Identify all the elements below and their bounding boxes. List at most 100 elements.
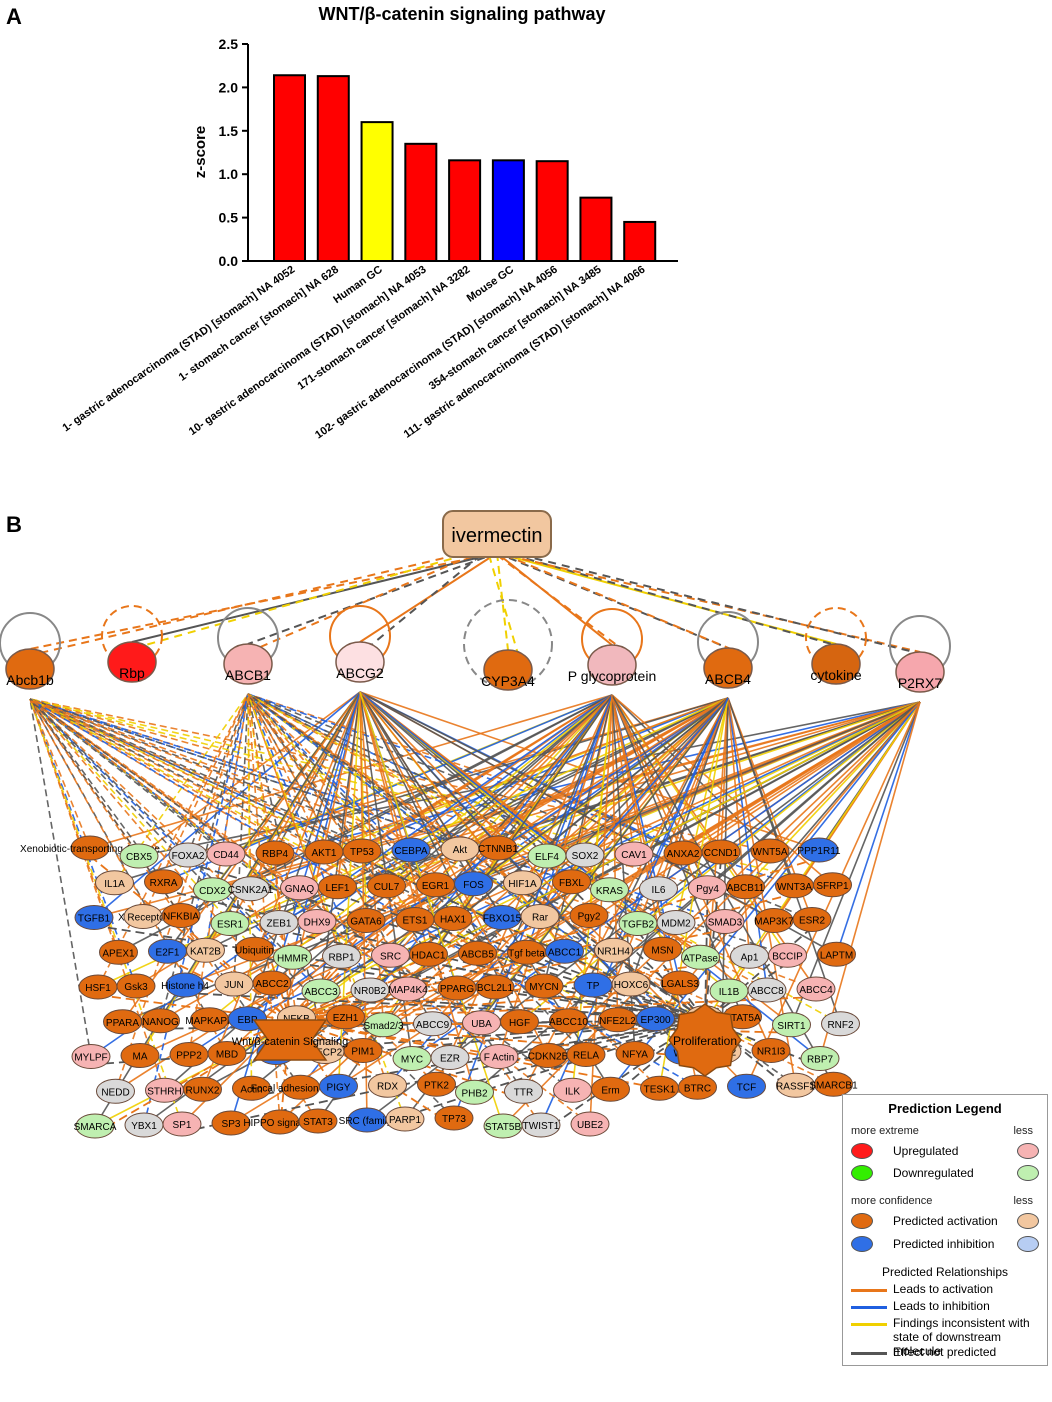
legend-more-extreme: more extreme: [851, 1125, 919, 1137]
molecule-node: [478, 835, 518, 861]
molecule-node: [545, 938, 584, 964]
molecule-node: [549, 1008, 588, 1034]
molecule-target-link: [29, 698, 227, 855]
molecule-label: HGF: [509, 1018, 530, 1029]
molecule-node: [409, 941, 448, 967]
molecule-target-link: [29, 698, 256, 950]
molecule-node: [792, 907, 832, 932]
molecule-label: RELA: [573, 1051, 599, 1062]
molecule-label: ETS1: [402, 916, 427, 927]
inhibition-line-swatch: [851, 1306, 887, 1309]
y-tick-label: 2.5: [219, 36, 239, 52]
self-loop: [101, 605, 163, 667]
panel-letter-a: A: [6, 4, 22, 29]
molecule-label: LEF1: [326, 883, 350, 894]
molecule-label: ABCC2: [255, 979, 289, 990]
molecule-target-link: [359, 691, 504, 1127]
molecule-label: FOS: [463, 880, 484, 891]
molecule-label: Rar: [532, 913, 549, 924]
molecule-node: [252, 970, 292, 996]
drug-target-link: [504, 554, 739, 653]
molecule-label: ABCC3: [304, 987, 338, 998]
molecule-label: PPP1R11: [797, 846, 841, 857]
molecule-node: [552, 869, 591, 895]
bar: [273, 74, 306, 262]
molecule-label: MECP2: [308, 1048, 343, 1059]
molecule-label: KRAS: [596, 886, 624, 897]
legend-less-confidence: less: [1013, 1195, 1033, 1207]
molecule-node: [570, 1111, 610, 1137]
drug-target-link: [496, 552, 921, 653]
molecule-target-link: [122, 701, 921, 1023]
drug-target-link: [359, 552, 498, 643]
molecule-label: SIRT1: [777, 1021, 806, 1032]
molecule-label: TGFB1: [78, 914, 111, 925]
molecule-label: TP: [587, 981, 600, 992]
molecule-label: PHB2: [461, 1088, 488, 1099]
molecule-node: [636, 1006, 675, 1032]
drug-target-link: [512, 554, 847, 649]
legend-rel-inconsistent-label: Findings inconsistent with state of down…: [893, 1316, 1030, 1358]
molecule-node: [391, 837, 431, 863]
molecule-label: Tgf beta: [508, 948, 545, 959]
molecule-label: DHX9: [304, 918, 331, 929]
molecule-node: [74, 905, 114, 930]
molecule-node: [615, 1041, 655, 1066]
inhibition-weak-swatch: [1017, 1236, 1039, 1252]
molecule-label: CEBPA: [394, 846, 427, 857]
molecule-label: Xenobiotic-transporting ATPase: [20, 844, 160, 855]
molecule-target-link: [359, 691, 521, 1023]
molecule-label: NEDD: [101, 1087, 129, 1098]
molecule-label: PPP2: [176, 1051, 202, 1062]
molecule-label: RXRA: [150, 878, 178, 889]
molecule-target-links: [29, 691, 921, 1127]
legend-activation-label: Predicted activation: [893, 1214, 998, 1228]
molecule-label: SFRP1: [816, 881, 849, 892]
molecule-node: [343, 1038, 383, 1063]
molecule-label: MSN: [651, 945, 673, 956]
molecule-node: [750, 838, 790, 864]
target-label: P glycoprotein: [568, 668, 656, 684]
molecule-node: [500, 1009, 539, 1035]
molecule-target-link: [819, 701, 921, 1059]
drug-target-link: [496, 554, 623, 650]
molecule-function-link: [249, 896, 291, 1021]
molecule-node: [800, 1046, 840, 1071]
molecule-label: NR0B2: [354, 986, 387, 997]
y-axis-label: z-score: [192, 126, 209, 179]
target-node: [483, 649, 533, 691]
molecule-node: [141, 1008, 180, 1034]
molecule-label: APEX1: [102, 948, 135, 959]
x-tick-label: 1- gastric adenocarcinoma (STAD) [stomac…: [61, 264, 298, 435]
molecule-function-link: [274, 860, 291, 1021]
y-tick-label: 1.5: [219, 123, 239, 139]
molecule-function-link: [704, 859, 722, 1021]
molecule-label: KAT2B: [190, 946, 221, 957]
molecule-node: [364, 1012, 403, 1038]
molecule-label: TP73: [442, 1114, 466, 1125]
molecule-label: EP300: [640, 1015, 670, 1026]
molecule-node: [611, 971, 651, 997]
molecule-label: TESK1: [644, 1084, 676, 1095]
molecule-label: X Receptor: [118, 913, 169, 924]
molecule-label: SOX2: [572, 851, 599, 862]
molecule-function-link: [428, 961, 706, 1021]
molecule-label: MYLPF: [74, 1053, 107, 1064]
molecule-target-link: [230, 691, 361, 1124]
notpredicted-line-swatch: [851, 1352, 887, 1355]
molecule-target-link: [359, 691, 820, 851]
legend-rel-inhibition-label: Leads to inhibition: [893, 1299, 990, 1313]
molecule-node: [726, 874, 765, 900]
molecule-label: NR1H4: [597, 946, 630, 957]
target-node: [5, 648, 55, 690]
molecule-label: EZR: [440, 1054, 460, 1065]
molecule-node: [565, 842, 605, 868]
molecule-label: CUL7: [374, 882, 400, 893]
molecule-label: IL1B: [719, 987, 740, 998]
molecule-target-link: [727, 697, 768, 991]
molecule-target-link: [29, 698, 92, 1057]
molecule-node: [639, 876, 678, 902]
prediction-legend: Prediction Legend more extreme less Upre…: [842, 1094, 1048, 1366]
molecule-node: [319, 1073, 358, 1099]
